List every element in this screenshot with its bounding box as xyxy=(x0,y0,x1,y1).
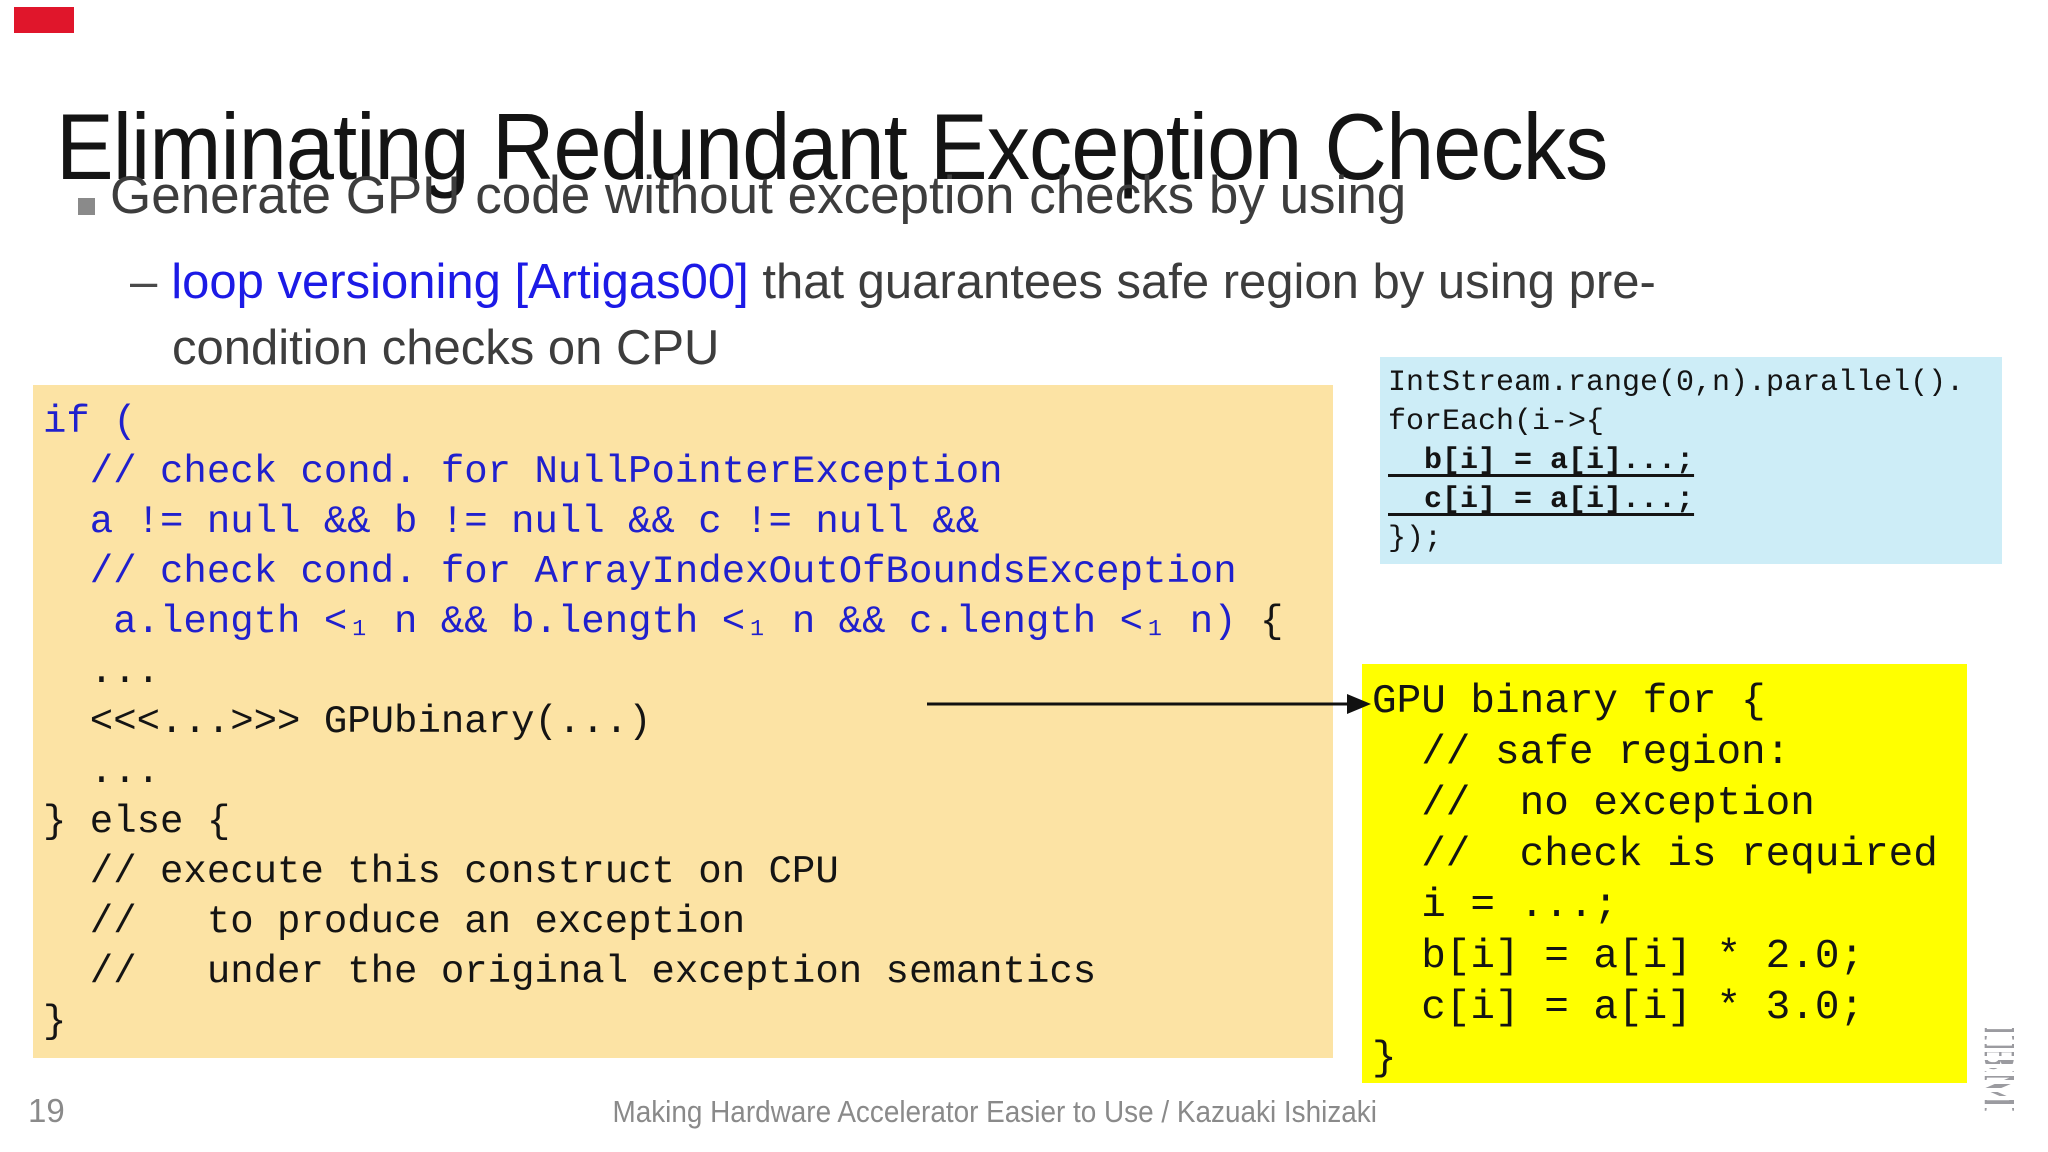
code-line: GPU binary for { xyxy=(1372,679,1766,725)
flow-arrow xyxy=(927,694,1371,714)
footer-credit-text: Making Hardware Accelerator Easier to Us… xyxy=(612,1094,1378,1129)
code-line: if ( xyxy=(43,400,137,444)
code-line: // to produce an exception xyxy=(43,900,746,944)
code-line: a != null && b != null && c != null && xyxy=(43,500,980,544)
code-line: i = ...; xyxy=(1372,883,1619,929)
code-line: <<<...>>> GPUbinary(...) xyxy=(43,700,652,744)
sub-bullet-line1: –loop versioning [Artigas00] that guaran… xyxy=(130,254,1656,310)
code-line: a.length <₁ n && b.length <₁ n && c.leng… xyxy=(43,600,1284,644)
code-line: }); xyxy=(1388,522,1443,556)
code-line: // safe region: xyxy=(1372,730,1791,776)
footer-page-number: 19 xyxy=(28,1092,65,1129)
loop-versioning-reference: loop versioning [Artigas00] xyxy=(171,255,749,309)
code-line: } else { xyxy=(43,800,231,844)
code-line: ... xyxy=(43,650,161,694)
code-line: c[i] = a[i] * 3.0; xyxy=(1372,985,1865,1031)
gpu-binary-code-block: GPU binary for { // safe region: // no e… xyxy=(1362,664,1967,1083)
code-line: // check cond. for NullPointerException xyxy=(43,450,1003,494)
code-line: ... xyxy=(43,750,161,794)
code-line: // check cond. for ArrayIndexOutOfBounds… xyxy=(43,550,1237,594)
ibm-logo: IBM xyxy=(1976,1020,2025,1116)
code-line: // check is required xyxy=(1372,832,1938,878)
footer-credit: Making Hardware Accelerator Easier to Us… xyxy=(0,1094,1990,1130)
cpu-loop-versioning-code-block: if ( // check cond. for NullPointerExcep… xyxy=(33,385,1333,1058)
code-line: IntStream.range(0,n).parallel(). xyxy=(1388,366,1965,400)
slide-title: Eliminating Redundant Exception Checks xyxy=(56,93,1608,199)
intstream-source-code-block: IntStream.range(0,n).parallel(). forEach(… xyxy=(1380,357,2002,564)
code-line: b[i] = a[i] * 2.0; xyxy=(1372,934,1865,980)
code-line: // execute this construct on CPU xyxy=(43,850,839,894)
sub-bullet-line2: condition checks on CPU xyxy=(172,321,720,375)
code-line: b[i] = a[i]...; xyxy=(1388,444,1695,478)
code-line: c[i] = a[i]...; xyxy=(1388,483,1695,517)
red-artifact xyxy=(14,7,74,33)
code-line: // under the original exception semantic… xyxy=(43,950,1097,994)
sub-bullet-dash: – xyxy=(130,255,158,309)
code-line: forEach(i->{ xyxy=(1388,405,1605,439)
bullet-text: Generate GPU code without exception chec… xyxy=(110,166,1407,225)
code-line: // no exception xyxy=(1372,781,1815,827)
code-line: } xyxy=(1372,1036,1397,1082)
sub-bullet-rest: that guarantees safe region by using pre… xyxy=(748,255,1656,309)
bullet-marker-icon xyxy=(78,198,95,215)
code-line: } xyxy=(43,1000,67,1044)
